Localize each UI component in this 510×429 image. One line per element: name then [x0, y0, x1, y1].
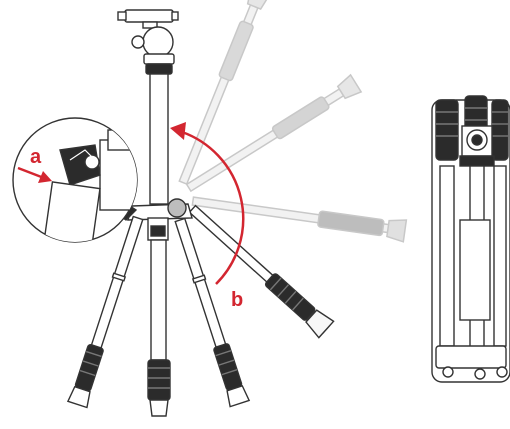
- right-leg: [174, 217, 251, 408]
- left-leg: [66, 215, 144, 409]
- lock-detail-inset: [12, 117, 138, 243]
- curved-arrow-icon: [170, 122, 245, 285]
- ghost-leg-2: [185, 73, 363, 193]
- center-column: [149, 73, 169, 205]
- ball-head: [117, 9, 179, 75]
- tripod-extended-icon: [66, 9, 251, 417]
- center-foot-grip: [147, 359, 171, 401]
- arrow-right-icon: [17, 166, 52, 183]
- callout-a-label: a: [30, 146, 42, 168]
- callout-b-label: b: [231, 289, 243, 311]
- ghost-leg-positions: [178, 0, 408, 243]
- rotated-leg: [188, 204, 335, 339]
- tripod-folded-icon: [431, 95, 510, 383]
